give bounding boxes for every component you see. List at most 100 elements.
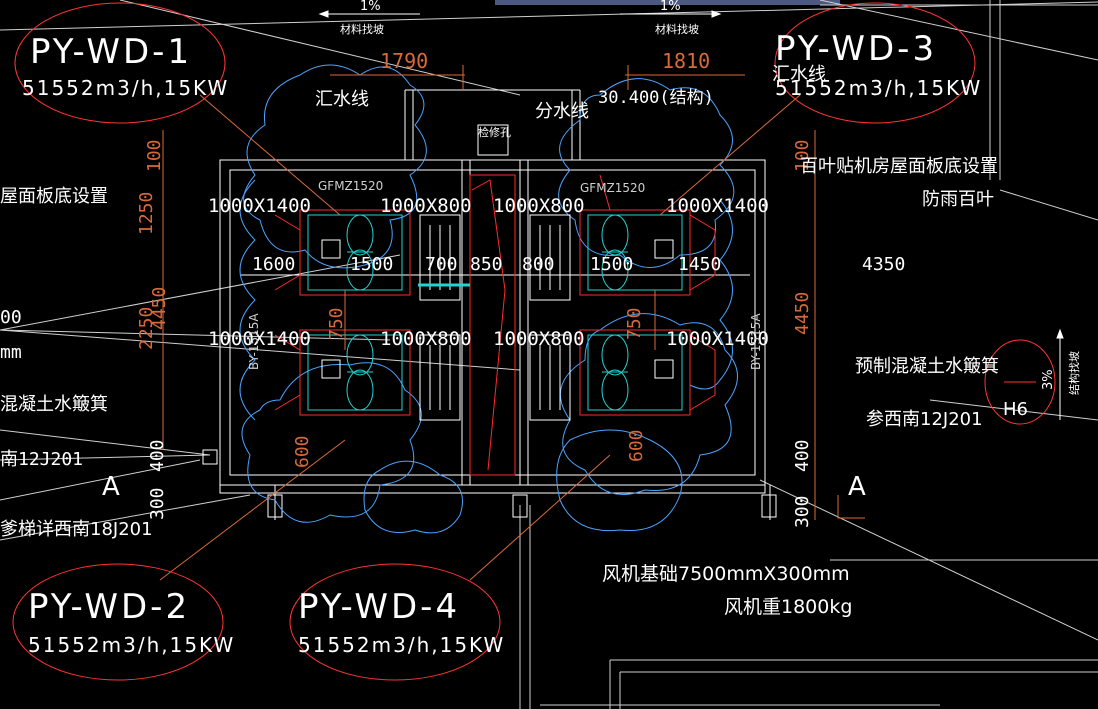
wall-right-label: BY-1515A (749, 313, 763, 370)
fan-tag-3: PY-WD-3 (775, 29, 937, 69)
fan-units-layer (274, 209, 716, 416)
dim-400-right: 400 (792, 439, 813, 472)
white-dimension-texts: 400 400 300 300 1600 1500 700 850 800 15… (147, 254, 905, 528)
wall-left-label: BY-1515A (247, 313, 261, 370)
dim-1810: 1810 (662, 49, 710, 73)
duct-bottom-1: 1000X1400 (208, 328, 311, 350)
fan-motor-3 (654, 239, 674, 259)
top-title-bar (495, 0, 840, 5)
fan-spec-2: 51552m3/h,15KW (28, 633, 235, 657)
dim-600-right: 600 (626, 429, 647, 462)
fan-tag-2: PY-WD-2 (28, 587, 190, 627)
dim-1250: 1250 (136, 192, 157, 235)
ref-right-label: 参西南12J201 (866, 409, 983, 430)
fan-inlet-4 (689, 334, 716, 411)
dim-4350: 4350 (862, 254, 905, 275)
dim-row-700: 700 (425, 254, 458, 275)
fan-impeller-top-1 (346, 214, 374, 256)
duct-top-4: 1000X1400 (666, 195, 769, 217)
fan-impeller-bottom-1 (346, 249, 374, 291)
left-ref-label: 南12J201 (0, 449, 83, 470)
section-a-left: A (102, 472, 120, 502)
fan-tag-4: PY-WD-4 (298, 587, 460, 627)
dim-row-800: 800 (522, 254, 555, 275)
duct-size-labels: 1000X1400 1000X800 1000X800 1000X1400 10… (208, 195, 769, 350)
dimension-lines (162, 65, 865, 520)
dim-300-right: 300 (792, 495, 813, 528)
louver-left-label: 屋面板底设置 (0, 186, 108, 207)
fan-unit-frame-3 (587, 214, 683, 291)
dim-600-left: 600 (292, 435, 313, 468)
fan-impeller-top-4 (601, 334, 629, 376)
duct-top-2: 1000X800 (380, 195, 472, 217)
dim-row-1500-right: 1500 (590, 254, 633, 275)
dim-100-left: 100 (144, 139, 165, 172)
central-duct-shaft (469, 174, 611, 476)
fan-unit-housing-4 (579, 329, 691, 416)
duct-bottom-3: 1000X800 (493, 328, 585, 350)
dim-2250: 2250 (136, 307, 157, 350)
fan-spec-4: 51552m3/h,15KW (298, 633, 505, 657)
slope-pct-top-right: 1% (660, 0, 681, 14)
door-right-label: GFMZ1520 (580, 181, 645, 195)
slope-pct-top-left: 1% (360, 0, 381, 14)
dim-row-1600: 1600 (252, 254, 295, 275)
duct-top-1: 1000X1400 (208, 195, 311, 217)
slope-note-top-right: 材料找坡 (655, 22, 699, 36)
duct-top-3: 1000X800 (493, 195, 585, 217)
fan-inlet-2 (274, 334, 301, 411)
access-hatch-label: 检修孔 (478, 125, 511, 139)
elevation-label: 30.400(结构) (598, 88, 714, 108)
left-stair-label: 爹梯详西南18J201 (0, 519, 153, 540)
annotation-texts: 汇水线 汇水线 分水线 30.400(结构) 检修孔 GFMZ1520 GFMZ… (0, 64, 1028, 618)
huishui-left: 汇水线 (315, 89, 369, 110)
fan-spec-1: 51552m3/h,15KW (22, 76, 229, 100)
fan-weight-label: 风机重1800kg (724, 596, 852, 618)
door-left-label: GFMZ1520 (318, 179, 383, 193)
fan-inlet-3 (689, 214, 716, 291)
grid-h6: H6 (1003, 399, 1028, 420)
dim-row-1500-left: 1500 (350, 254, 393, 275)
louver-right-line1: 百叶贴机房屋面板底设置 (800, 156, 998, 177)
duct-bottom-2: 1000X800 (380, 328, 472, 350)
slope-pct-right: 3% (1041, 369, 1056, 390)
fan-impeller-bottom-3 (601, 249, 629, 291)
fan-unit-frame-1 (307, 214, 403, 291)
fan-inlet-1 (274, 214, 301, 291)
dim-row-1450: 1450 (678, 254, 721, 275)
damper-boxes (419, 214, 571, 421)
precast-right-label: 预制混凝土水簸箕 (855, 356, 999, 377)
dim-1790: 1790 (380, 49, 428, 73)
fan-base-label: 风机基础7500mmX300mm (602, 563, 850, 585)
fan-tag-ellipses (12, 2, 1056, 681)
fan-unit-housing-3 (579, 209, 691, 296)
section-a-right: A (848, 472, 866, 502)
dimension-texts: 1790 1810 100 100 1250 2250 4450 4450 75… (136, 49, 813, 468)
duct-bottom-4: 1000X1400 (666, 328, 769, 350)
dim-400-left: 400 (147, 439, 168, 472)
fan-impeller-bottom-2 (346, 369, 374, 411)
fenshui-label: 分水线 (535, 101, 589, 122)
tag-leaders (159, 94, 801, 581)
left-frag-00: 00 (0, 307, 22, 328)
building-walls (202, 89, 777, 520)
dim-row-850: 850 (470, 254, 503, 275)
dim-100-right: 100 (792, 139, 813, 172)
louver-right-line2: 防雨百叶 (922, 189, 994, 210)
dim-4450-left: 4450 (149, 287, 170, 330)
fan-unit-frame-4 (587, 334, 683, 411)
huishui-right: 汇水线 (772, 64, 826, 85)
fan-unit-frame-2 (307, 334, 403, 411)
fan-spec-3: 51552m3/h,15KW (775, 76, 982, 100)
fan-motor-1 (321, 239, 341, 259)
fan-impeller-top-2 (346, 334, 374, 376)
fan-motor-2 (321, 359, 341, 379)
fan-motor-4 (654, 359, 674, 379)
fan-impeller-bottom-4 (601, 369, 629, 411)
dim-750-right: 750 (624, 307, 645, 340)
dim-750-left: 750 (326, 307, 347, 340)
dim-300-left: 300 (147, 487, 168, 520)
fan-tag-1: PY-WD-1 (30, 32, 192, 72)
